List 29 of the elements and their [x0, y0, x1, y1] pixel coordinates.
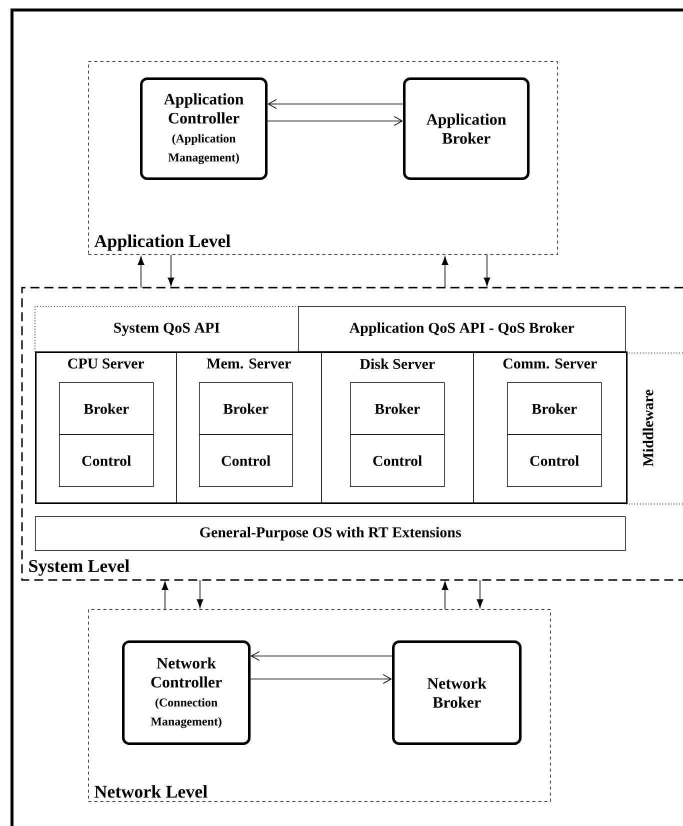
arrow	[250, 651, 392, 661]
arrow	[138, 256, 144, 288]
component-box: Control	[507, 434, 602, 487]
component-box: Control	[350, 434, 445, 487]
rounded-box: Application Controller (Application Management)	[140, 77, 268, 180]
arrow	[168, 254, 174, 286]
server-group-box	[35, 351, 628, 504]
arrow	[267, 116, 403, 126]
component-box: Broker	[507, 382, 602, 435]
component-box: Broker	[59, 382, 154, 435]
rounded-box: Network Controller (Connection Management)	[122, 640, 251, 745]
component-box: General-Purpose OS with RT Extensions	[35, 516, 626, 551]
arrow	[442, 256, 448, 288]
arrow	[476, 580, 484, 608]
api-layer: System QoS API	[34, 306, 299, 352]
arrow	[162, 581, 168, 610]
rounded-box: Network Broker	[392, 640, 522, 745]
side-label: Middleware	[642, 390, 654, 466]
arrow	[196, 580, 204, 608]
component-box: Control	[199, 434, 293, 487]
arrow	[268, 99, 404, 109]
arrow	[484, 254, 490, 286]
arrow	[442, 581, 448, 610]
component-box: Broker	[199, 382, 293, 435]
arrow	[250, 674, 392, 684]
component-box: Control	[59, 434, 154, 487]
component-box: Application QoS API - QoS Broker	[298, 306, 626, 352]
component-box: Broker	[350, 382, 445, 435]
rounded-box: Application Broker	[403, 77, 530, 180]
